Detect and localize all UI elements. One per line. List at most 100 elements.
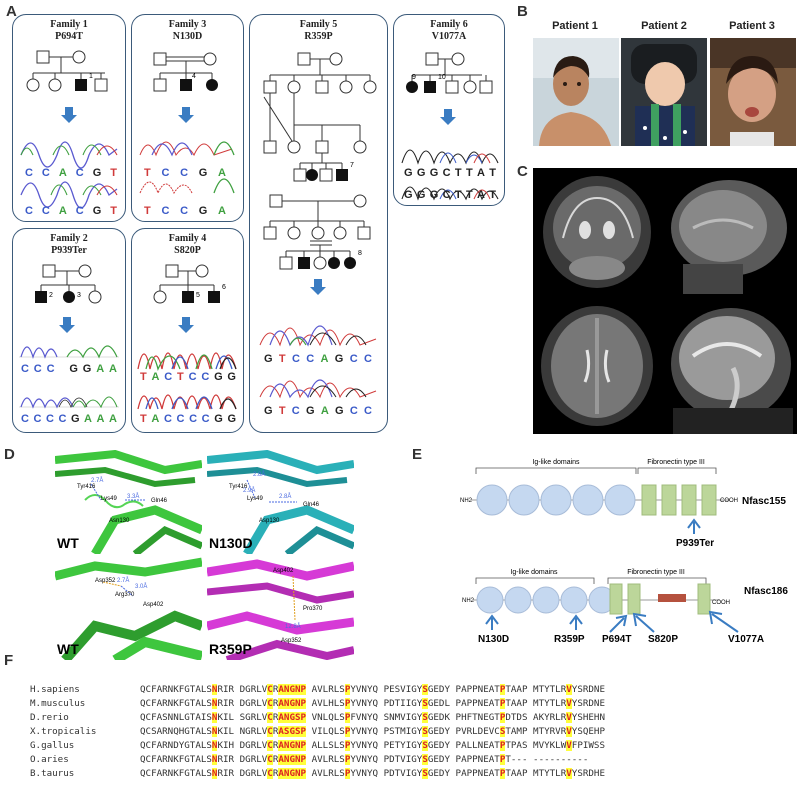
patient-1-photo bbox=[533, 38, 619, 146]
sequence-segment: TPAS bbox=[505, 740, 528, 751]
residue-label: Asp130 bbox=[259, 518, 280, 524]
sequence-segment: YVNYQ bbox=[350, 726, 379, 737]
conserved-residue: S bbox=[422, 768, 428, 779]
base: C bbox=[201, 371, 210, 383]
base: A bbox=[320, 353, 329, 365]
family-3-seq-top: T C C G A bbox=[144, 167, 226, 179]
conserved-residue: C bbox=[267, 726, 273, 737]
sequence-segment: PETYIGY bbox=[383, 740, 423, 751]
family-1-box: Family 1 P694T 1 C C A C G T C C A C G T bbox=[12, 14, 126, 222]
structure-wt-2: Asp352 Arg370 Asp402 2.7Å 3.0Å WT bbox=[55, 556, 202, 660]
family-6-variant: V1077A bbox=[431, 31, 467, 42]
distance-label: 3.3Å bbox=[127, 493, 139, 500]
base: C bbox=[364, 405, 372, 417]
residue-label: Lys49 bbox=[101, 496, 117, 502]
base: G bbox=[70, 413, 80, 425]
family-4-pedigree: 5 6 bbox=[137, 264, 237, 410]
nfasc155-fn-label: Fibronectin type III bbox=[647, 459, 705, 466]
conserved-residue: V bbox=[566, 712, 572, 723]
species-name: H.sapiens bbox=[30, 684, 80, 695]
sequence-segment: MTYTLR bbox=[533, 684, 567, 695]
base: G bbox=[92, 167, 102, 179]
conserved-residue: S bbox=[422, 740, 428, 751]
base: G bbox=[214, 371, 223, 383]
sequence-segment: GEDY bbox=[427, 768, 450, 779]
sequence-segment: MTYTLR bbox=[533, 698, 567, 709]
sequence-segment: RIR bbox=[217, 698, 235, 709]
conserved-residue: V bbox=[566, 684, 572, 695]
sequence-segment: YSRDHE bbox=[571, 768, 605, 779]
base: C bbox=[349, 405, 358, 417]
nfasc155-nh2: NH2 bbox=[460, 498, 473, 504]
base: C bbox=[41, 205, 50, 217]
sequence-segment: PHFTNEGT bbox=[455, 712, 500, 723]
conserved-residue: S bbox=[422, 712, 428, 723]
distance-label: 2.7Å bbox=[91, 477, 103, 484]
family-4-proband-number-a: 5 bbox=[196, 292, 200, 299]
sequence-segment: VILQLS bbox=[311, 726, 345, 737]
sequence-segment: GEDK bbox=[427, 712, 450, 723]
base: A bbox=[109, 363, 117, 375]
residue-label: Asn130 bbox=[109, 518, 130, 524]
family-4-seq-top: T A C T C C G G bbox=[140, 371, 236, 383]
panel-label-a: A bbox=[6, 3, 17, 20]
base: T bbox=[465, 167, 473, 179]
sequence-segment: NGRLV bbox=[239, 726, 268, 737]
family-4-name: Family 4 bbox=[168, 233, 207, 244]
conserved-residue: C bbox=[267, 684, 273, 695]
family-2-pedigree: 2 3 bbox=[19, 264, 119, 409]
base: C bbox=[46, 363, 55, 375]
sequence-segment: AVLHLS bbox=[311, 698, 345, 709]
family-2-proband-number-b: 3 bbox=[77, 292, 81, 299]
species-name: O.aries bbox=[30, 754, 69, 765]
conserved-residue: ANGSP bbox=[278, 712, 307, 723]
base: C bbox=[188, 371, 197, 383]
sequence-segment: RIR bbox=[217, 684, 235, 695]
family-5-pedigree: 7 8 bbox=[259, 52, 377, 399]
panel-label-c: C bbox=[517, 163, 528, 180]
residue-label: Arg370 bbox=[115, 592, 135, 598]
base: C bbox=[442, 167, 451, 179]
base: C bbox=[161, 205, 170, 217]
base: G bbox=[429, 167, 439, 179]
base: C bbox=[291, 353, 300, 365]
base: A bbox=[58, 205, 67, 217]
base: C bbox=[442, 189, 451, 201]
species-name: X.tropicalis bbox=[30, 726, 97, 737]
sequence-segment: GEDY bbox=[427, 684, 450, 695]
residue-label: Asp352 bbox=[281, 638, 302, 644]
base: C bbox=[180, 167, 189, 179]
family-1-name: Family 1 bbox=[50, 19, 88, 30]
sequence-segment: GEDY bbox=[427, 726, 450, 737]
family-3-box: Family 3 N130D 4 T C C G A T C C G A bbox=[131, 14, 244, 222]
base: T bbox=[110, 167, 117, 179]
sequence-segment: R bbox=[272, 740, 279, 751]
conserved-residue: P bbox=[499, 684, 506, 695]
base: G bbox=[69, 363, 78, 375]
mutation-label: R359P bbox=[554, 634, 585, 645]
sequence-segment: QCFARNKFGTALS bbox=[140, 768, 212, 779]
family-1-variant: P694T bbox=[55, 31, 83, 42]
family-6-proband-number-b: 10 bbox=[438, 74, 446, 81]
conserved-residue: V bbox=[566, 740, 572, 751]
family-2-proband-number-a: 2 bbox=[49, 292, 53, 299]
family-3-variant: N130D bbox=[172, 31, 203, 42]
sequence-segment: AVLRLS bbox=[311, 684, 345, 695]
base: G bbox=[82, 363, 92, 375]
mutation-label: S820P bbox=[648, 634, 678, 645]
panel-label-d: D bbox=[4, 446, 15, 463]
family-4-box: Family 4 S820P 5 6 T A C T C C G G T A C… bbox=[131, 228, 244, 433]
sequence-segment: DGRLV bbox=[239, 740, 268, 751]
base: C bbox=[291, 405, 300, 417]
base: G bbox=[214, 413, 223, 425]
base: G bbox=[92, 205, 102, 217]
sequence-segment: R bbox=[272, 712, 279, 723]
structure-label: R359P bbox=[209, 641, 252, 657]
base: A bbox=[151, 371, 160, 383]
family-3-name: Family 3 bbox=[168, 19, 207, 30]
mri-images bbox=[533, 168, 797, 434]
conserved-residue: P bbox=[499, 768, 506, 779]
sequence-segment: VNLQLS bbox=[311, 712, 345, 723]
